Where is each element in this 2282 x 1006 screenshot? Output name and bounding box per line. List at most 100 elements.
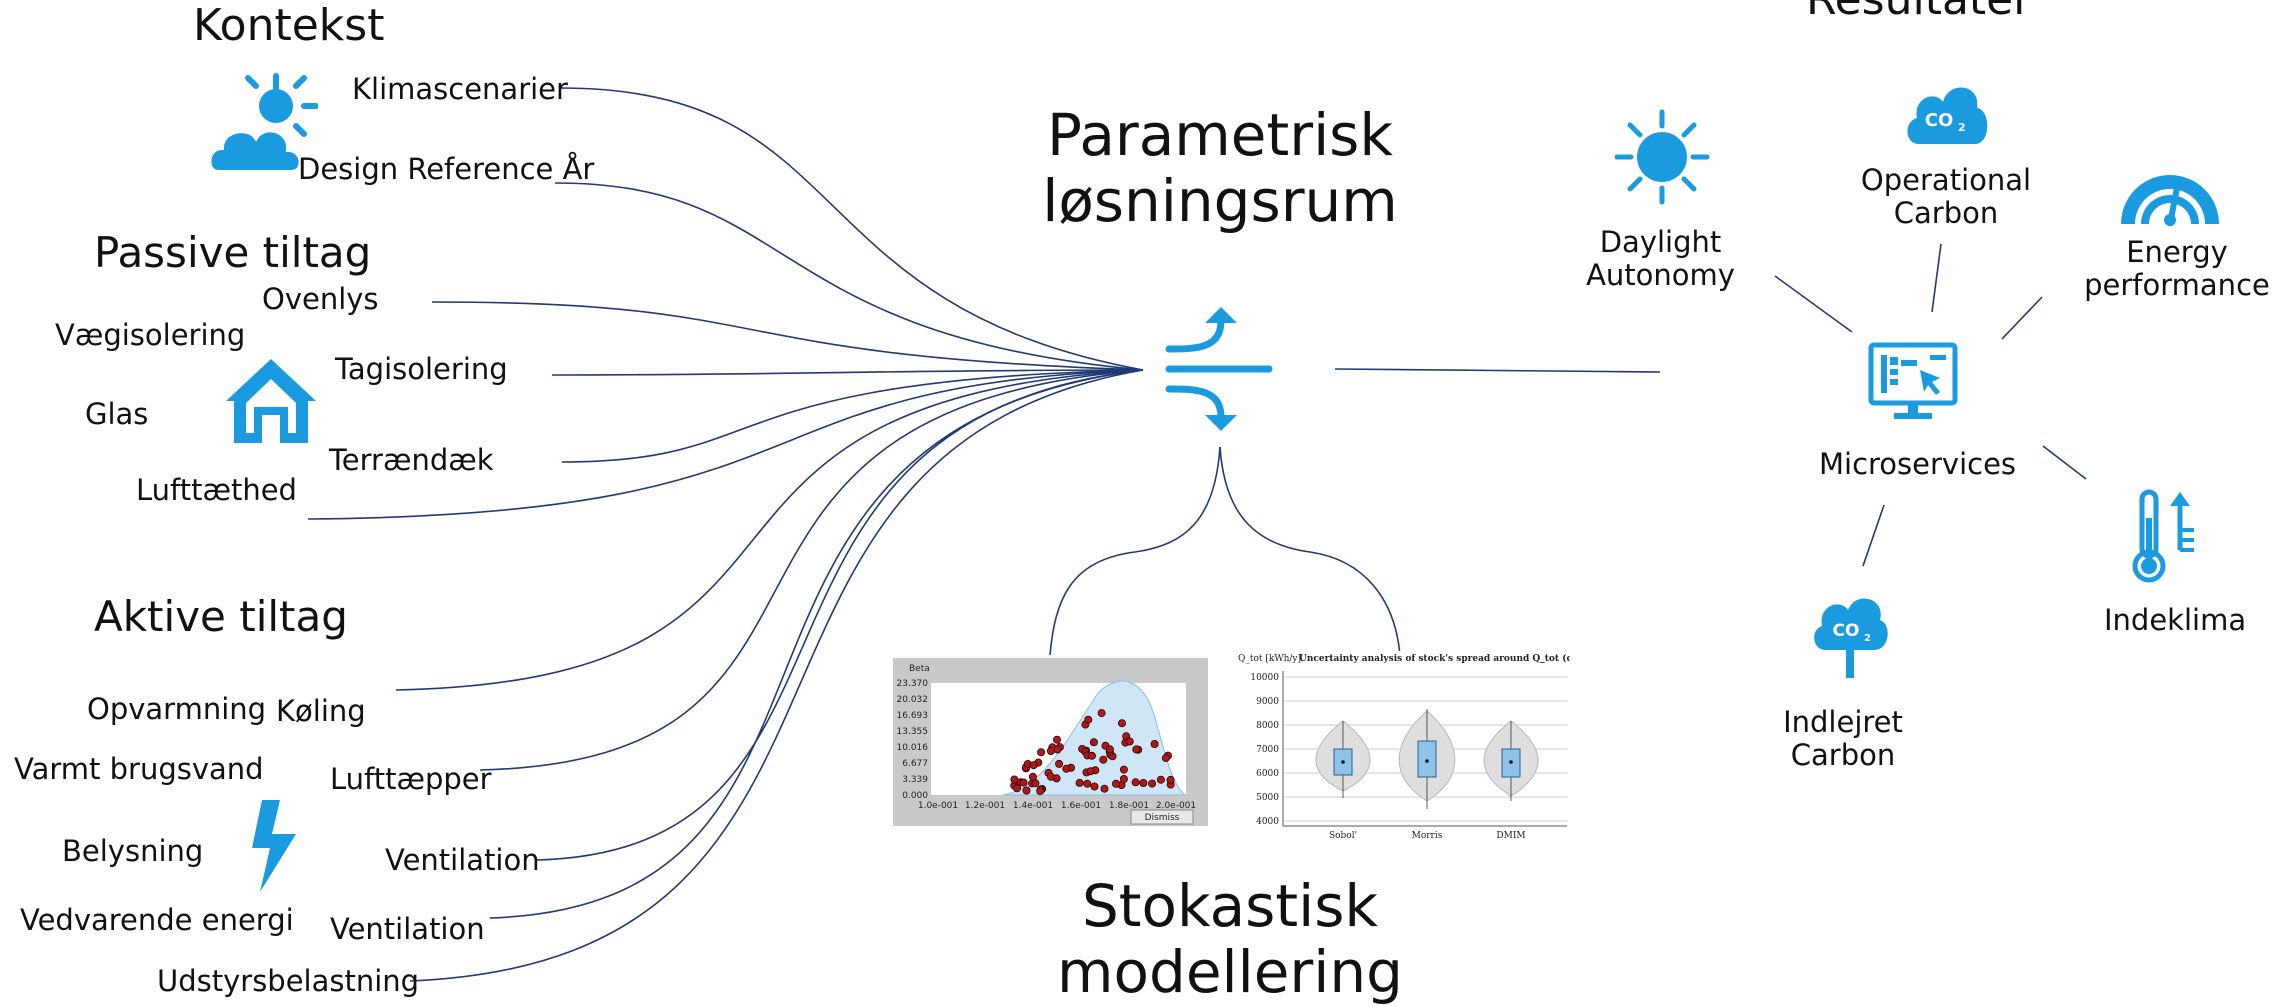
label-vaegisolering: Vægisolering <box>55 318 246 352</box>
sun-cloud-icon <box>207 72 319 181</box>
microservices-label: Microservices <box>1819 447 2017 481</box>
label-design-reference-ar: Design Reference År <box>298 152 595 186</box>
beta-sample-dot <box>1037 748 1046 757</box>
beta-sample-dot <box>1166 775 1175 784</box>
energy-line2: performance <box>2084 268 2270 302</box>
label-vedvarende-energi: Vedvarende energi <box>20 903 294 937</box>
energy-performance-label: Energy performance <box>2082 236 2272 302</box>
label-udstyrsbelastning: Udstyrsbelastning <box>157 964 420 998</box>
label-lufttaepper: Lufttæpper <box>330 762 492 796</box>
beta-sample-dot <box>1131 778 1140 787</box>
label-terraendaek: Terrændæk <box>329 443 494 477</box>
beta-sample-dot <box>1010 775 1019 784</box>
beta-distribution-plot: Beta 23.370 20.032 16.693 13.355 10.016 … <box>893 658 1208 826</box>
energy-line1: Energy <box>2126 235 2228 269</box>
sun-icon <box>1613 108 1711 210</box>
beta-ytick: 16.693 <box>897 711 929 721</box>
beta-sample-dot <box>1090 782 1099 791</box>
dismiss-button-label: Dismiss <box>1145 813 1180 823</box>
label-opvarmning: Opvarmning <box>87 692 267 726</box>
beta-sample-dot <box>1089 738 1098 747</box>
beta-xtick: 1.6e-001 <box>1061 801 1101 811</box>
beta-sample-dot <box>1125 737 1134 746</box>
label-lufttaethed: Lufttæthed <box>136 473 297 507</box>
beta-sample-dot <box>1062 764 1071 773</box>
violin-ylabel: Q_tot [kWh/y] <box>1238 654 1301 664</box>
beta-plot-title: Beta <box>909 664 930 674</box>
daylight-line2: Autonomy <box>1586 258 1735 292</box>
beta-sample-dot <box>1156 775 1165 784</box>
label-ventilation-1: Ventilation <box>385 843 540 877</box>
lightning-icon <box>248 798 304 898</box>
beta-sample-dot <box>1099 755 1108 764</box>
center-title: Parametrisk løsningsrum <box>1030 102 1410 234</box>
center-title-line2: løsningsrum <box>1042 167 1398 235</box>
kontekst-title: Kontekst <box>193 0 385 51</box>
beta-xtick: 2.0e-001 <box>1156 801 1196 811</box>
co2-tree-icon: CO 2 <box>1810 590 1890 684</box>
violin-ytick: 10000 <box>1250 673 1279 683</box>
indeklima-label: Indeklima <box>2104 603 2247 637</box>
dismiss-button[interactable] <box>1130 809 1194 825</box>
beta-ytick: 23.370 <box>897 679 929 689</box>
violin-ytick: 4000 <box>1256 817 1279 827</box>
label-ovenlys: Ovenlys <box>262 282 379 316</box>
monitor-dashboard-icon <box>1868 342 1958 428</box>
co2-sub: 2 <box>1864 633 1871 644</box>
beta-sample-dot <box>1105 745 1114 754</box>
violin-ytick: 8000 <box>1256 721 1279 731</box>
beta-ytick: 13.355 <box>897 727 929 737</box>
beta-sample-dot <box>1111 779 1120 788</box>
beta-sample-dot <box>1139 779 1148 788</box>
label-glas: Glas <box>85 397 149 431</box>
label-tagisolering: Tagisolering <box>335 352 508 386</box>
beta-sample-dot <box>1087 751 1096 760</box>
beta-ytick: 3.339 <box>902 775 928 785</box>
beta-sample-dot <box>1029 761 1038 770</box>
beta-ytick: 10.016 <box>897 743 929 753</box>
beta-xtick: 1.2e-001 <box>965 801 1005 811</box>
operational-line2: Carbon <box>1893 196 1999 230</box>
beta-sample-dot <box>1150 740 1159 749</box>
violin-ytick: 5000 <box>1256 793 1279 803</box>
beta-sample-dot <box>1148 779 1157 788</box>
label-belysning: Belysning <box>62 834 204 868</box>
beta-sample-dot <box>1046 772 1055 781</box>
beta-sample-dot <box>1052 735 1061 744</box>
stochastic-title-line2: modellering <box>1057 938 1403 1006</box>
beta-sample-dot <box>1161 754 1170 763</box>
beta-ytick: 6.677 <box>902 759 928 769</box>
indlejret-carbon-label: Indlejret Carbon <box>1758 706 1928 772</box>
operational-line1: Operational <box>1860 163 2032 197</box>
beta-sample-dot <box>1031 779 1040 788</box>
beta-ytick: 0.000 <box>902 791 928 801</box>
aktive-title: Aktive tiltag <box>94 592 348 641</box>
beta-sample-dot <box>1097 709 1106 718</box>
house-icon <box>222 355 320 449</box>
beta-sample-dot <box>1075 778 1084 787</box>
beta-ytick: 20.032 <box>897 695 929 705</box>
co2-text: CO <box>1833 621 1860 641</box>
daylight-autonomy-label: Daylight Autonomy <box>1578 226 1743 292</box>
box-morris <box>1417 740 1437 778</box>
embodied-line1: Indlejret <box>1783 705 1903 739</box>
beta-sample-dot <box>1086 767 1095 776</box>
stochastic-title-line1: Stokastisk <box>1081 872 1379 940</box>
violin-ytick: 6000 <box>1256 769 1279 779</box>
uncertainty-violin-plot: Q_tot [kWh/y] Uncertainty analysis of st… <box>1235 651 1607 841</box>
beta-sample-dot <box>1055 759 1064 768</box>
embodied-line2: Carbon <box>1790 738 1896 772</box>
violin-category: Sobol' <box>1329 831 1357 841</box>
co2-cloud-icon: CO 2 <box>1903 74 1989 152</box>
beta-sample-dot <box>1013 784 1022 793</box>
beta-xtick: 1.0e-001 <box>918 801 958 811</box>
beta-sample-dot <box>1084 715 1093 724</box>
passive-title: Passive tiltag <box>94 228 372 277</box>
label-varmt-brugsvand: Varmt brugsvand <box>14 752 264 786</box>
label-ventilation-2: Ventilation <box>330 912 485 946</box>
beta-sample-dot <box>1119 775 1128 784</box>
label-klimascenarier: Klimascenarier <box>352 72 568 106</box>
beta-sample-dot <box>1053 745 1062 754</box>
stochastic-title: Stokastisk modellering <box>1040 873 1420 1005</box>
